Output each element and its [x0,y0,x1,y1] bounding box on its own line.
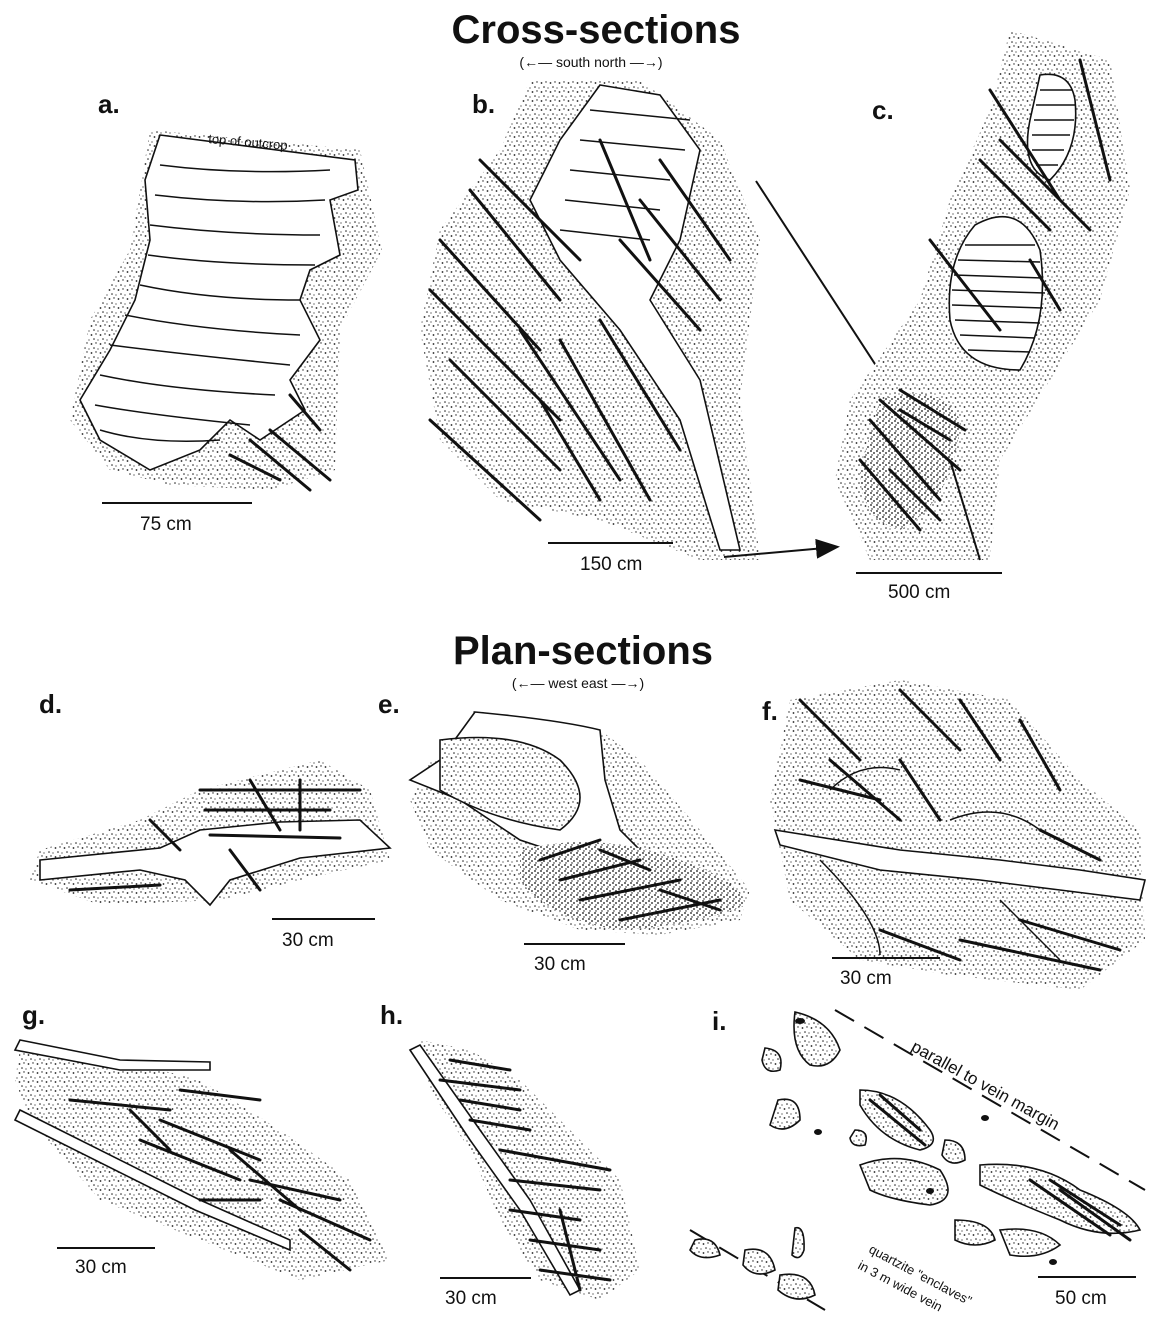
panel-h-label: h. [380,1000,403,1030]
panel-d-drawing [30,760,390,905]
panel-c-label: c. [872,95,894,125]
panel-h-scale-label: 30 cm [445,1288,497,1309]
panel-d-label: d. [39,689,62,719]
panel-e-label: e. [378,689,400,719]
panel-e-drawing [410,710,750,935]
panel-h-drawing [410,1040,640,1300]
panel-c-scale-label: 500 cm [888,582,950,603]
panel-a-drawing [70,130,382,490]
cross-sections-title: Cross-sections [452,8,741,52]
panel-g-drawing [15,1040,390,1280]
panel-i-scale-label: 50 cm [1055,1288,1107,1309]
panel-g-label: g. [22,1000,45,1030]
panel-a-label: a. [98,89,120,119]
panel-d-scale-label: 30 cm [282,930,334,951]
arrow-b-to-c-upper [756,181,888,384]
panel-b-label: b. [472,89,495,119]
panel-f-drawing [770,680,1145,990]
plan-sections-title: Plan-sections [453,629,713,673]
panel-i-label: i. [712,1006,726,1036]
cross-sections-direction: (←— south north —→) [519,54,662,70]
panel-a-scale-label: 75 cm [140,514,192,535]
panel-g-scale-label: 30 cm [75,1257,127,1278]
plan-sections-direction: (←— west east —→) [512,675,644,691]
panel-f-label: f. [762,696,778,726]
panel-b-drawing [420,80,760,560]
panel-e-scale-label: 30 cm [534,954,586,975]
panel-b-scale-label: 150 cm [580,554,642,575]
panel-f-scale-label: 30 cm [840,968,892,989]
